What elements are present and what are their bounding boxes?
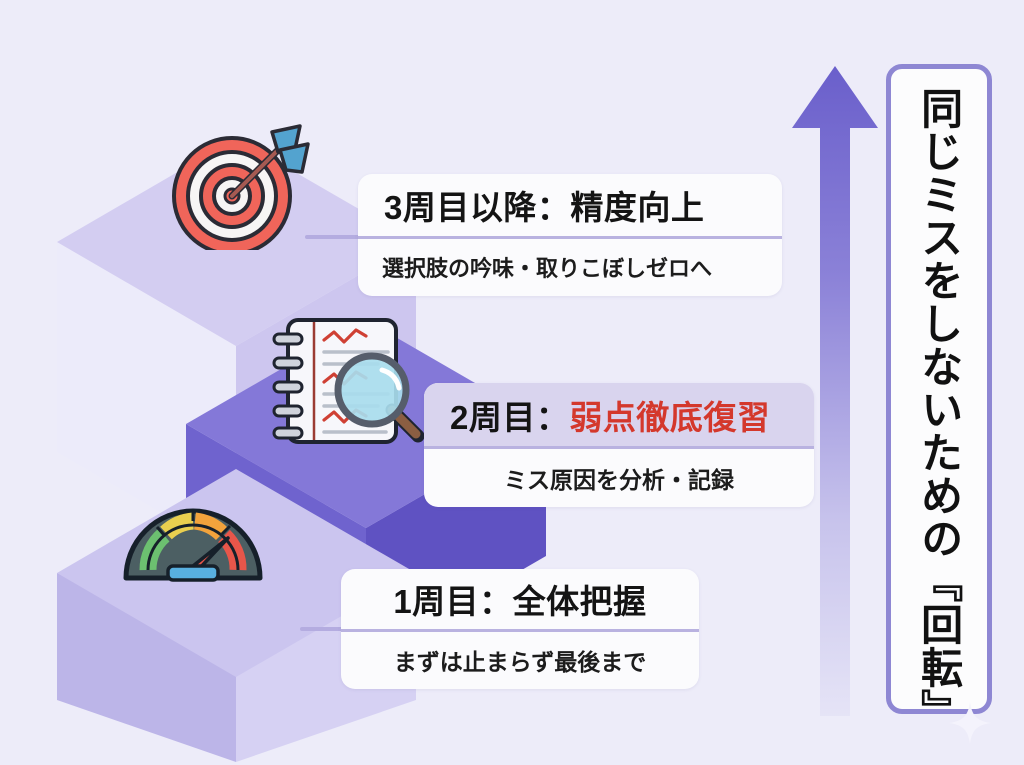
step-card-2-title-accent: 弱点徹底復習 [569, 398, 771, 436]
step-card-2-title: 2周目：弱点徹底復習 [424, 383, 814, 446]
vertical-title-panel: 同じミスをしないための『回転』 [886, 64, 992, 732]
step-card-1-subtitle: まずは止まらず最後まで [393, 649, 647, 675]
step-card-1-title: 1周目：全体把握 [393, 583, 647, 620]
step-card-2[interactable]: 2周目：弱点徹底復習 ミス原因を分析・記録 [424, 383, 814, 507]
step-card-2-divider [424, 446, 814, 449]
step-card-3-subtitle: 選択肢の吟味・取りこぼしゼロへ [382, 256, 713, 281]
speedometer-icon [123, 508, 263, 582]
step-card-2-subtitle: ミス原因を分析・記録 [504, 466, 734, 493]
notebook-magnifier-icon [272, 318, 425, 444]
step-card-2-title-prefix: 2周目： [450, 398, 570, 436]
step-card-3-title: 3周目以降：精度向上 [384, 189, 705, 226]
step-card-1-divider [341, 629, 699, 632]
connector-line-step1 [300, 627, 346, 631]
connector-line-step3 [305, 235, 363, 239]
sparkle-icon [949, 702, 991, 744]
target-icon [172, 124, 310, 250]
step-card-3-divider [358, 236, 782, 239]
upward-progress-arrow-icon [792, 66, 878, 716]
vertical-title-text: 同じミスをしないための『回転』 [915, 87, 963, 732]
step-card-1[interactable]: 1周目：全体把握 まずは止まらず最後まで [341, 569, 699, 689]
step-card-3[interactable]: 3周目以降：精度向上 選択肢の吟味・取りこぼしゼロへ [358, 174, 782, 296]
